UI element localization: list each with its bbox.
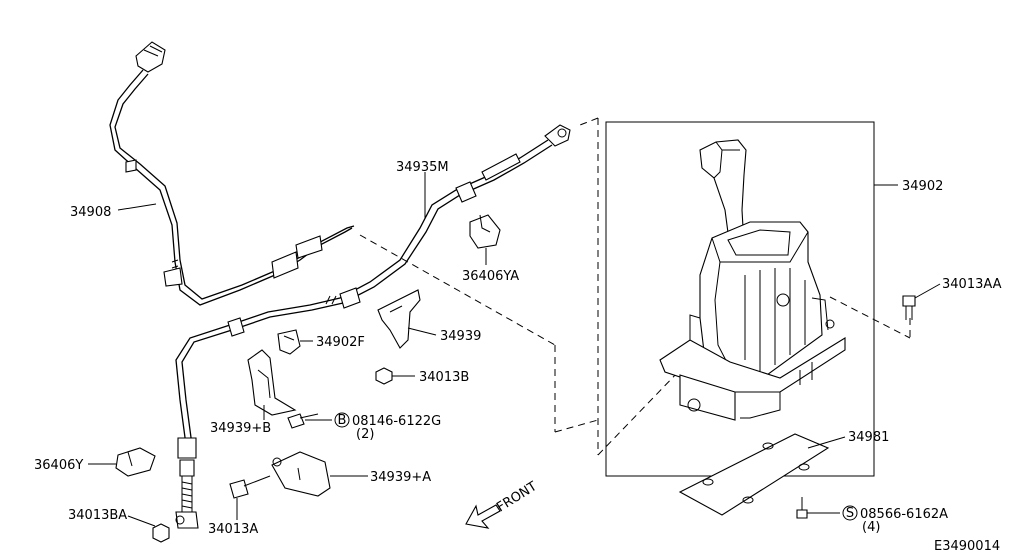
diagram-code: E3490014 [934, 539, 1000, 554]
shift-lever-housing [689, 221, 835, 381]
leader-34981 [807, 436, 846, 449]
bolt-34013A-icon [229, 475, 271, 520]
prefix-b: B [338, 413, 347, 428]
nut-34013B-icon [375, 367, 415, 385]
front-label: FRONT [494, 479, 540, 515]
label-34902F: 34902F [316, 335, 365, 350]
bolt-08146-icon [287, 413, 332, 429]
label-34939A: 34939+A [370, 470, 431, 485]
label-08146-qty: (2) [356, 427, 374, 442]
label-34939B: 34939+B [210, 421, 271, 436]
label-08566-qty: (4) [862, 520, 880, 535]
label-34939: 34939 [440, 329, 481, 344]
prefix-circle-b [334, 412, 350, 428]
label-08566: 08566-6162A [860, 507, 948, 522]
nut-34013BA-icon [127, 515, 170, 543]
label-36406YA: 36406YA [462, 269, 519, 284]
projection-line [579, 117, 599, 126]
label-34013BA: 34013BA [68, 508, 127, 523]
shift-lever-base [659, 337, 846, 421]
label-08146: 08146-6122G [352, 414, 441, 429]
clip-36406YA-icon [469, 214, 501, 265]
projection-line [597, 369, 681, 456]
label-34902: 34902 [902, 179, 943, 194]
leader-34908 [117, 203, 157, 211]
bracket-34939B-icon [247, 349, 297, 420]
label-34013A: 34013A [208, 522, 258, 537]
label-34935M: 34935M [396, 160, 449, 175]
plate-34981 [678, 433, 830, 516]
clip-34902F-icon [277, 329, 313, 355]
bolt-08566-icon [796, 497, 840, 519]
bracket-34939A-icon [271, 451, 368, 497]
projection-line [359, 234, 556, 346]
shift-cable-34935M [175, 124, 571, 529]
bolt-34013AA-icon [902, 283, 941, 320]
prefix-s: S [846, 506, 854, 521]
projection-line [554, 419, 599, 433]
clip-36406Y-icon [88, 447, 156, 477]
label-36406Y: 36406Y [34, 458, 83, 473]
prefix-circle-s [842, 505, 858, 521]
projection-line [829, 296, 911, 339]
label-34908: 34908 [70, 205, 111, 220]
front-arrow-icon [465, 504, 501, 529]
harness-34908 [109, 41, 355, 306]
bracket-34939-icon [377, 289, 437, 349]
label-34013B: 34013B [419, 370, 469, 385]
label-34981: 34981 [848, 430, 889, 445]
label-34013AA: 34013AA [942, 277, 1002, 292]
